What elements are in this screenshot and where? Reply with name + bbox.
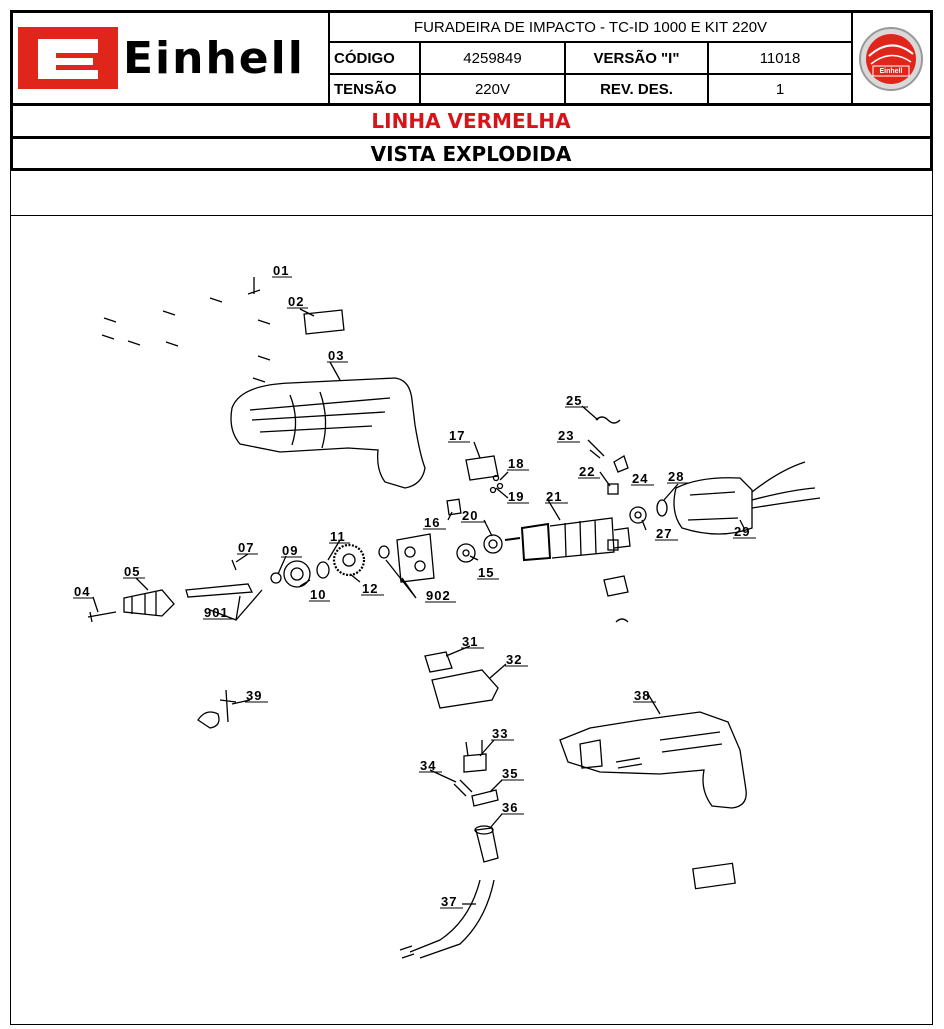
einhell-logo: Einhell [13, 13, 328, 103]
part-label-902: 902 [426, 588, 451, 603]
versao-value: 11018 [759, 50, 801, 67]
part-label-16: 16 [424, 515, 440, 530]
part-label-38: 38 [634, 688, 650, 703]
part-label-03: 03 [328, 348, 344, 363]
part-label-24: 24 [632, 471, 648, 486]
product-title: FURADEIRA DE IMPACTO - TC-ID 1000 E KIT … [413, 18, 768, 36]
part-label-15: 15 [478, 565, 494, 580]
view-title: VISTA EXPLODIDA [370, 142, 572, 166]
brand-wordmark: Einhell [123, 32, 305, 84]
part-label-12: 12 [362, 581, 378, 596]
part-label-36: 36 [502, 800, 518, 815]
screws-group [101, 289, 271, 383]
part-label-11: 11 [330, 529, 346, 544]
revdes-label: REV. DES. [600, 81, 673, 98]
part-label-10: 10 [310, 587, 326, 602]
part-label-02: 02 [288, 294, 304, 309]
part-label-29: 29 [734, 524, 750, 539]
part-label-17: 17 [449, 428, 465, 443]
part-label-04: 04 [74, 584, 90, 599]
versao-label: VERSÃO "I" [593, 50, 680, 67]
part-label-25: 25 [566, 393, 582, 408]
part-label-39: 39 [246, 688, 262, 703]
header-frame [10, 10, 933, 171]
revdes-value: 1 [775, 81, 785, 98]
part-label-20: 20 [462, 508, 478, 523]
part-label-33: 33 [492, 726, 508, 741]
tensao-label: TENSÃO [334, 81, 397, 98]
part-label-07: 07 [238, 540, 254, 555]
codigo-value: 4259849 [463, 50, 522, 67]
codigo-label: CÓDIGO [334, 50, 395, 67]
tensao-value: 220V [474, 81, 511, 98]
part-label-18: 18 [508, 456, 524, 471]
brand-logo-graphic [18, 27, 118, 89]
part-label-28: 28 [668, 469, 684, 484]
part-label-27: 27 [656, 526, 672, 541]
diagram-frame [10, 215, 933, 1025]
part-label-34: 34 [420, 758, 436, 773]
part-label-19: 19 [508, 489, 524, 504]
part-label-22: 22 [579, 464, 595, 479]
line-title: LINHA VERMELHA [371, 109, 571, 133]
seal-text: Einhell [879, 67, 903, 75]
authorized-service-seal: Einhell [855, 24, 927, 94]
part-label-35: 35 [502, 766, 518, 781]
part-label-32: 32 [506, 652, 522, 667]
part-label-21: 21 [546, 489, 562, 504]
part-label-31: 31 [462, 634, 478, 649]
part-label-05: 05 [124, 564, 140, 579]
part-label-901: 901 [204, 605, 229, 620]
part-label-23: 23 [558, 428, 574, 443]
part-label-09: 09 [282, 543, 298, 558]
part-label-01: 01 [273, 263, 289, 278]
part-label-37: 37 [441, 894, 457, 909]
